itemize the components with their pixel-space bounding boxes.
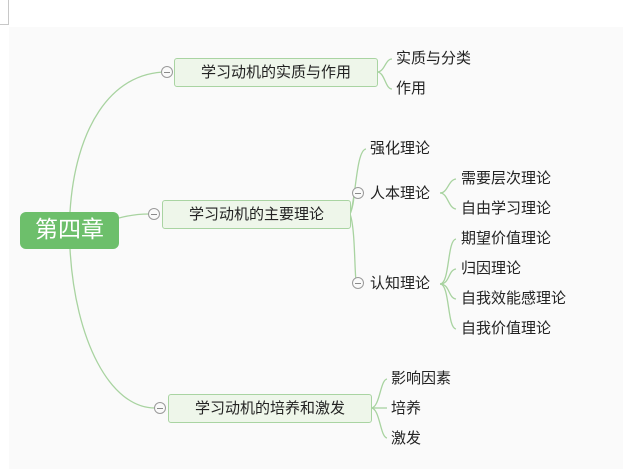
leaf-node[interactable]: 强化理论 (370, 139, 431, 157)
leaf-node[interactable]: 激发 (391, 429, 422, 447)
corner-marker (0, 24, 9, 25)
leaf-node[interactable]: 实质与分类 (396, 49, 472, 67)
sub-branch-node[interactable]: 认知理论 (370, 274, 431, 292)
corner-marker (8, 0, 9, 24)
branch-node[interactable]: 学习动机的培养和激发 (168, 394, 372, 423)
leaf-node[interactable]: 归因理论 (461, 259, 522, 277)
leaf-node[interactable]: 期望价值理论 (461, 229, 552, 247)
collapse-toggle-icon[interactable] (352, 187, 364, 199)
top-toolbar-area (0, 0, 623, 26)
leaf-node[interactable]: 培养 (391, 399, 422, 417)
root-node[interactable]: 第四章 (20, 212, 119, 249)
collapse-toggle-icon[interactable] (148, 208, 160, 220)
collapse-toggle-icon[interactable] (161, 66, 173, 78)
leaf-node[interactable]: 影响因素 (391, 369, 452, 387)
collapse-toggle-icon[interactable] (154, 402, 166, 414)
leaf-node[interactable]: 自我价值理论 (461, 319, 552, 337)
leaf-node[interactable]: 作用 (396, 79, 427, 97)
branch-node[interactable]: 学习动机的实质与作用 (174, 58, 378, 87)
leaf-node[interactable]: 需要层次理论 (461, 169, 552, 187)
sub-branch-node[interactable]: 人本理论 (370, 184, 431, 202)
branch-node[interactable]: 学习动机的主要理论 (162, 200, 351, 229)
collapse-toggle-icon[interactable] (352, 277, 364, 289)
leaf-node[interactable]: 自由学习理论 (461, 199, 552, 217)
leaf-node[interactable]: 自我效能感理论 (461, 289, 567, 307)
